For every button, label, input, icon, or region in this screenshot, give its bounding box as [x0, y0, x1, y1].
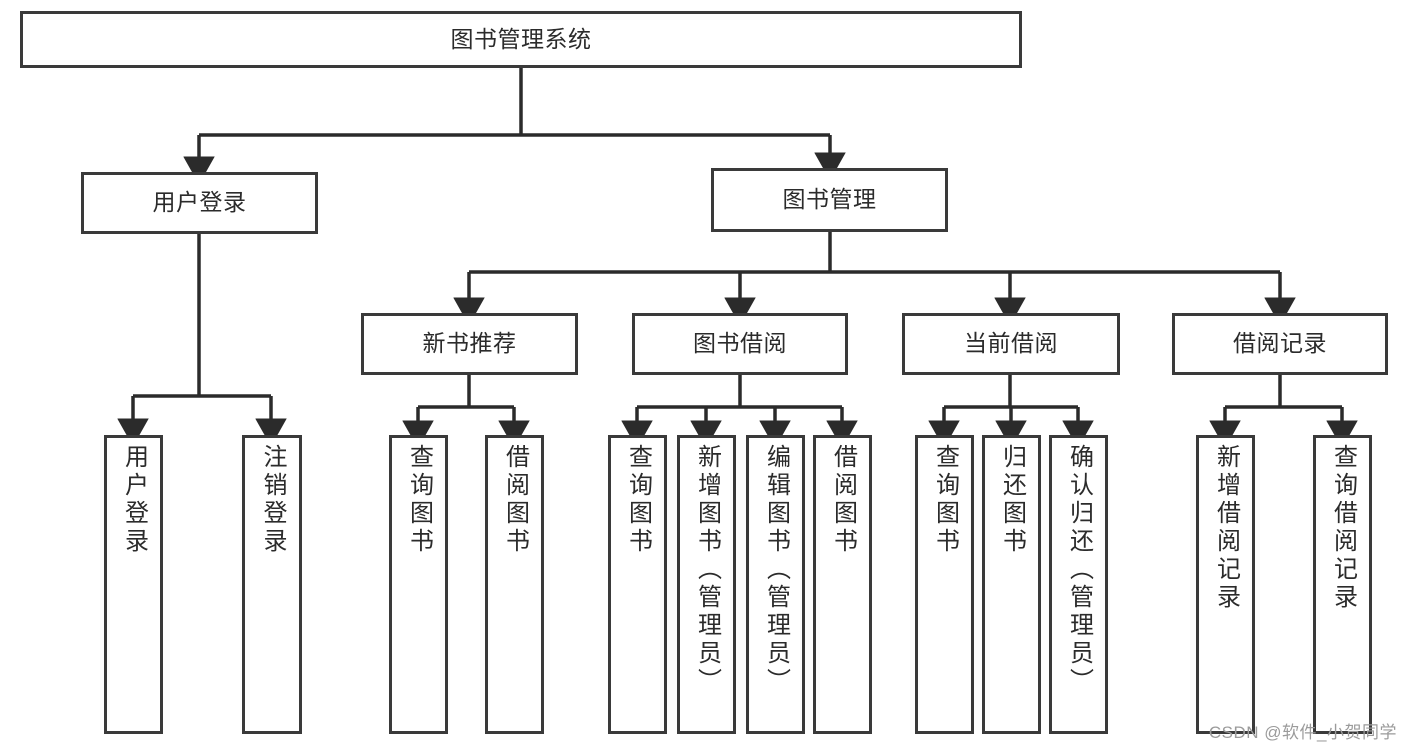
- leaf-current-return-book[interactable]: 归还图书: [982, 435, 1041, 734]
- node-book-management[interactable]: 图书管理: [711, 168, 948, 232]
- node-label: 注销登录: [259, 444, 286, 556]
- leaf-recommend-query-book[interactable]: 查询图书: [389, 435, 448, 734]
- node-label: 当前借阅: [964, 330, 1058, 357]
- node-label: 借阅图书: [829, 444, 857, 556]
- leaf-record-query-borrow-record[interactable]: 查询借阅记录: [1313, 435, 1372, 734]
- node-borrow-record[interactable]: 借阅记录: [1172, 313, 1388, 375]
- leaf-current-query-book[interactable]: 查询图书: [915, 435, 974, 734]
- leaf-record-add-borrow-record[interactable]: 新增借阅记录: [1196, 435, 1255, 734]
- node-label: 新增图书（管理员）: [693, 444, 721, 696]
- leaf-user-login-logout[interactable]: 注销登录: [242, 435, 302, 734]
- node-label: 新增借阅记录: [1212, 444, 1240, 612]
- node-label: 确认归还（管理员）: [1065, 444, 1093, 696]
- leaf-current-confirm-return-admin[interactable]: 确认归还（管理员）: [1049, 435, 1108, 734]
- node-label: 用户登录: [120, 444, 148, 556]
- node-label: 图书管理: [782, 186, 877, 213]
- watermark-text: CSDN @软件_小贺同学: [1208, 723, 1397, 742]
- node-label: 查询借阅记录: [1329, 444, 1357, 612]
- node-label: 查询图书: [931, 444, 959, 556]
- node-new-book-recommend[interactable]: 新书推荐: [361, 313, 578, 375]
- node-label: 图书借阅: [693, 330, 787, 357]
- node-label: 查询图书: [405, 444, 433, 556]
- node-root-system[interactable]: 图书管理系统: [20, 11, 1022, 68]
- node-label: 归还图书: [998, 444, 1026, 556]
- leaf-borrow-edit-book-admin[interactable]: 编辑图书（管理员）: [746, 435, 805, 734]
- leaf-user-login-login[interactable]: 用户登录: [104, 435, 163, 734]
- leaf-borrow-borrow-book[interactable]: 借阅图书: [813, 435, 872, 734]
- node-label: 图书管理系统: [450, 25, 592, 52]
- node-book-borrow[interactable]: 图书借阅: [632, 313, 848, 375]
- node-user-login[interactable]: 用户登录: [81, 172, 318, 234]
- leaf-borrow-query-book[interactable]: 查询图书: [608, 435, 667, 734]
- node-label: 编辑图书（管理员）: [762, 444, 790, 696]
- node-label: 新书推荐: [422, 330, 517, 357]
- node-label: 用户登录: [152, 189, 247, 216]
- leaf-recommend-borrow-book[interactable]: 借阅图书: [485, 435, 544, 734]
- node-label: 查询图书: [624, 444, 652, 556]
- leaf-borrow-add-book-admin[interactable]: 新增图书（管理员）: [677, 435, 736, 734]
- node-label: 借阅记录: [1233, 330, 1327, 357]
- node-label: 借阅图书: [501, 444, 529, 556]
- node-current-borrow[interactable]: 当前借阅: [902, 313, 1120, 375]
